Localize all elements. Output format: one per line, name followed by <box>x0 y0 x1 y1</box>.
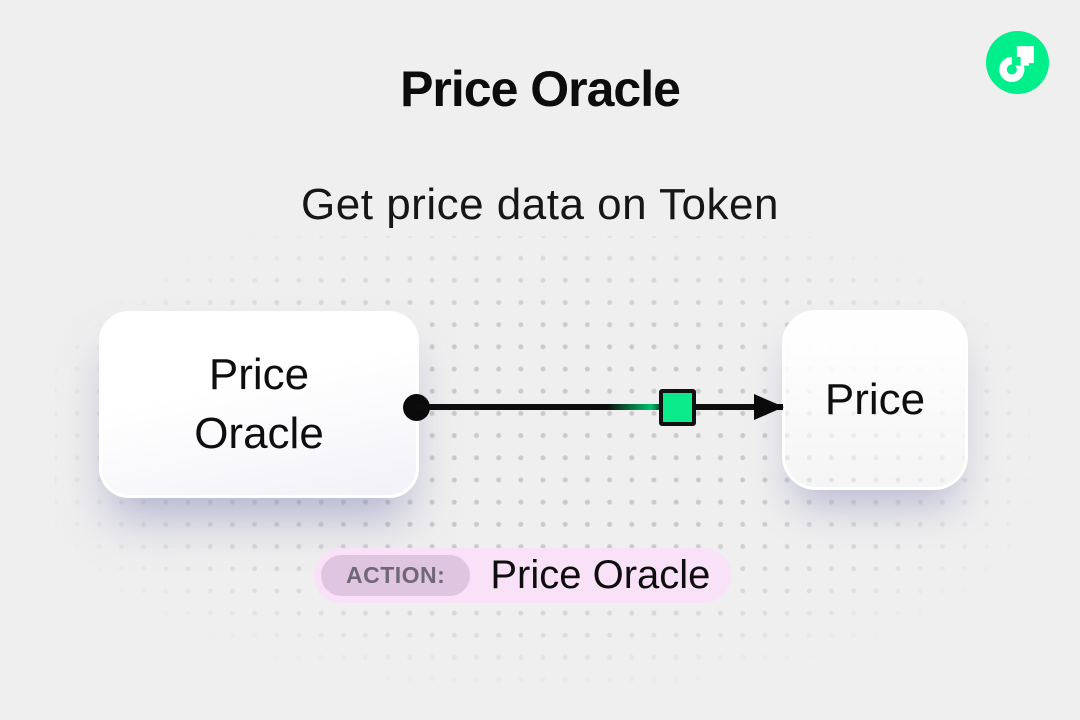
node-price-label: Price <box>824 375 926 424</box>
edge-marker-square <box>659 389 696 426</box>
action-type-badge: ACTION: <box>321 555 471 596</box>
page-subtitle: Get price data on Token <box>301 180 779 229</box>
flow-logo-icon <box>986 31 1049 94</box>
node-price-oracle: Price Oracle <box>99 311 419 498</box>
node-price: Price <box>782 310 968 490</box>
page-title: Price Oracle <box>400 61 681 117</box>
edge-arrowhead-icon <box>754 394 784 420</box>
action-pill: ACTION: Price Oracle <box>314 548 731 603</box>
edge-line <box>416 404 783 410</box>
node-price-oracle-label: Price Oracle <box>194 349 324 458</box>
action-name-label: Price Oracle <box>490 553 711 597</box>
